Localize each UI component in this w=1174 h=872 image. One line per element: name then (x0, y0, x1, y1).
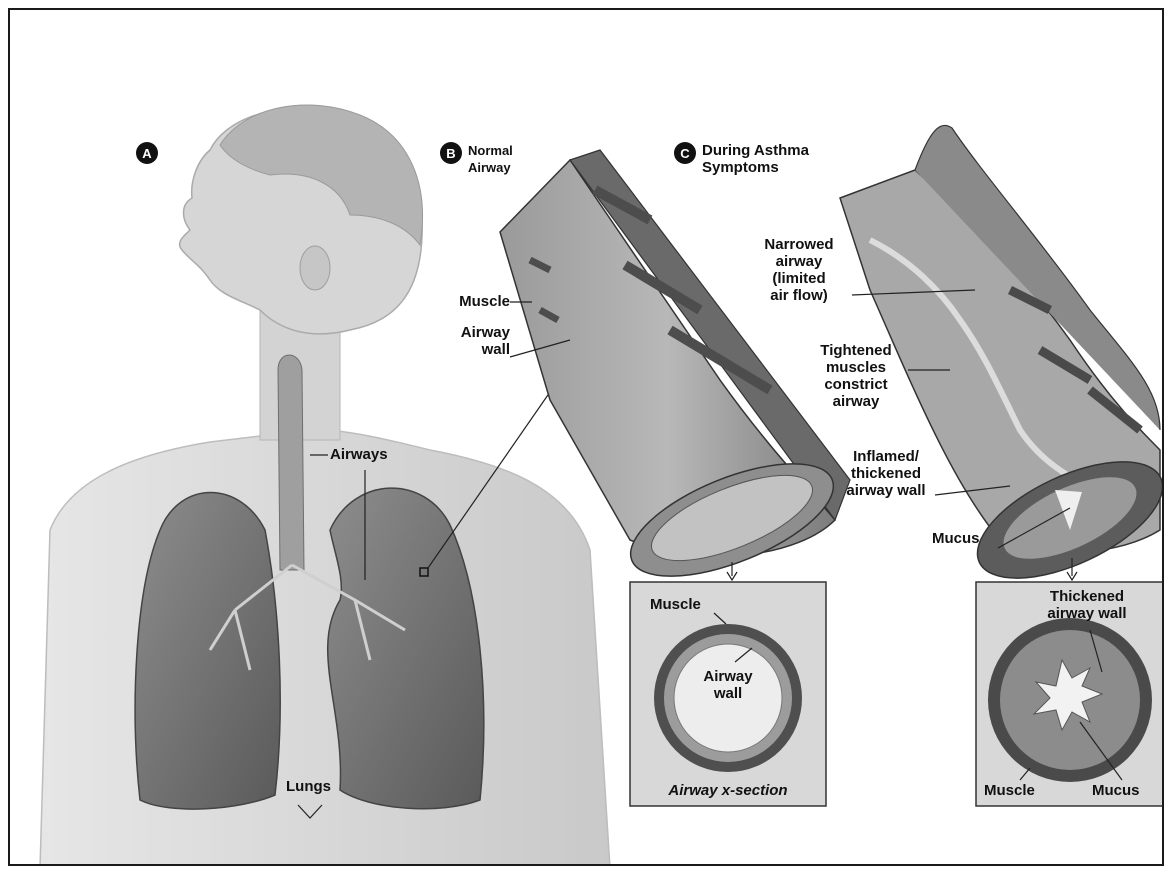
panel-b-title: Normal Airway (468, 142, 513, 176)
b-muscle-label: Muscle (420, 293, 510, 310)
xsection-c-muscle-label: Muscle (984, 782, 1035, 799)
panel-b-header: B Normal Airway (440, 142, 513, 176)
torso (40, 430, 610, 866)
xsection-c-thickened-label: Thickened airway wall (1022, 588, 1152, 622)
airways-label: Airways (330, 446, 388, 463)
c-tightened-muscles-label: Tightened muscles constrict airway (804, 342, 908, 410)
xsection-b-caption: Airway x-section (630, 782, 826, 799)
ear (300, 246, 330, 290)
panel-b-badge: B (440, 142, 462, 164)
xsection-c-mucus-label: Mucus (1092, 782, 1140, 799)
asthma-illustration (10, 10, 1164, 866)
panel-a-header: A (136, 142, 158, 164)
trachea (278, 355, 304, 570)
panel-c-header: C During Asthma Symptoms (674, 142, 809, 176)
c-mucus-label: Mucus (932, 530, 980, 547)
xsection-b-airway-wall-label: Airway wall (688, 668, 768, 702)
c-inflamed-wall-label: Inflamed/ thickened airway wall (836, 448, 936, 499)
panel-c-title: During Asthma Symptoms (702, 142, 809, 176)
diagram-frame: A B Normal Airway C During Asthma Sympto… (8, 8, 1164, 866)
panel-c-badge: C (674, 142, 696, 164)
b-airway-wall-label: Airway wall (420, 324, 510, 358)
panel-a-badge: A (136, 142, 158, 164)
c-narrowed-airway-label: Narrowed airway (limited air flow) (746, 236, 852, 304)
xsection-b-muscle-label: Muscle (650, 596, 701, 613)
lungs-label: Lungs (286, 778, 331, 795)
right-lung (135, 493, 280, 810)
